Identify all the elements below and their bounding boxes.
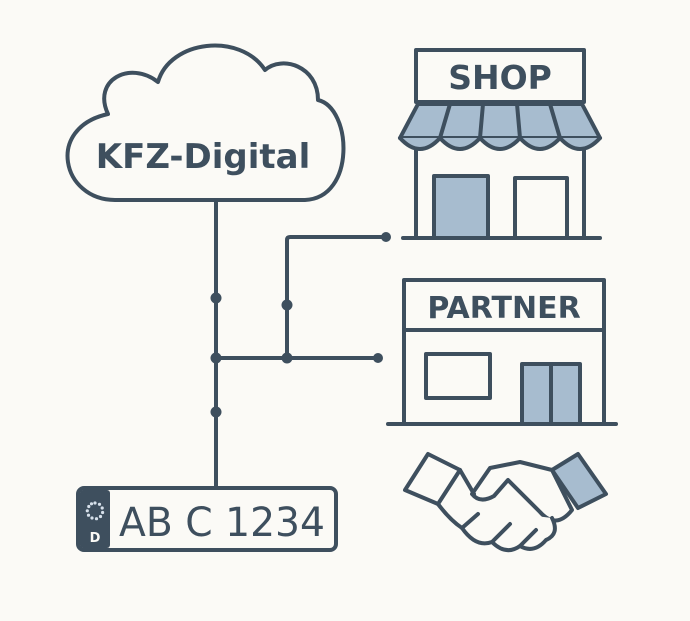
partner-sign-board — [402, 278, 606, 332]
shop-sign-board — [414, 48, 586, 104]
cloud-label: KFZ-Digital — [96, 137, 310, 177]
plate-country-code: D — [90, 531, 101, 546]
handshake-icon — [403, 452, 608, 553]
partner-walls — [402, 328, 606, 426]
shop-door — [432, 174, 490, 240]
junction-dots — [210, 232, 391, 418]
shop-awning-scallops — [398, 136, 602, 151]
shop-sign-text: SHOP — [448, 58, 552, 97]
eu-stars-icon — [85, 501, 105, 521]
plate-frame — [76, 486, 338, 552]
fingers — [460, 512, 538, 548]
right-cuff — [550, 452, 608, 510]
shop-awning-stripes — [438, 102, 562, 140]
partner-window — [424, 352, 492, 400]
left-cuff — [403, 452, 462, 506]
partner-building — [386, 278, 618, 426]
plate-number: AB C 1234 — [119, 500, 325, 546]
cloud-shape — [65, 43, 346, 202]
left-hand — [436, 468, 557, 553]
shop-awning — [398, 102, 602, 140]
network-connectors — [214, 198, 386, 490]
partner-sign-text: PARTNER — [427, 291, 580, 326]
shop-building — [398, 48, 602, 240]
shop-window — [513, 176, 569, 240]
shop-walls — [414, 148, 586, 240]
